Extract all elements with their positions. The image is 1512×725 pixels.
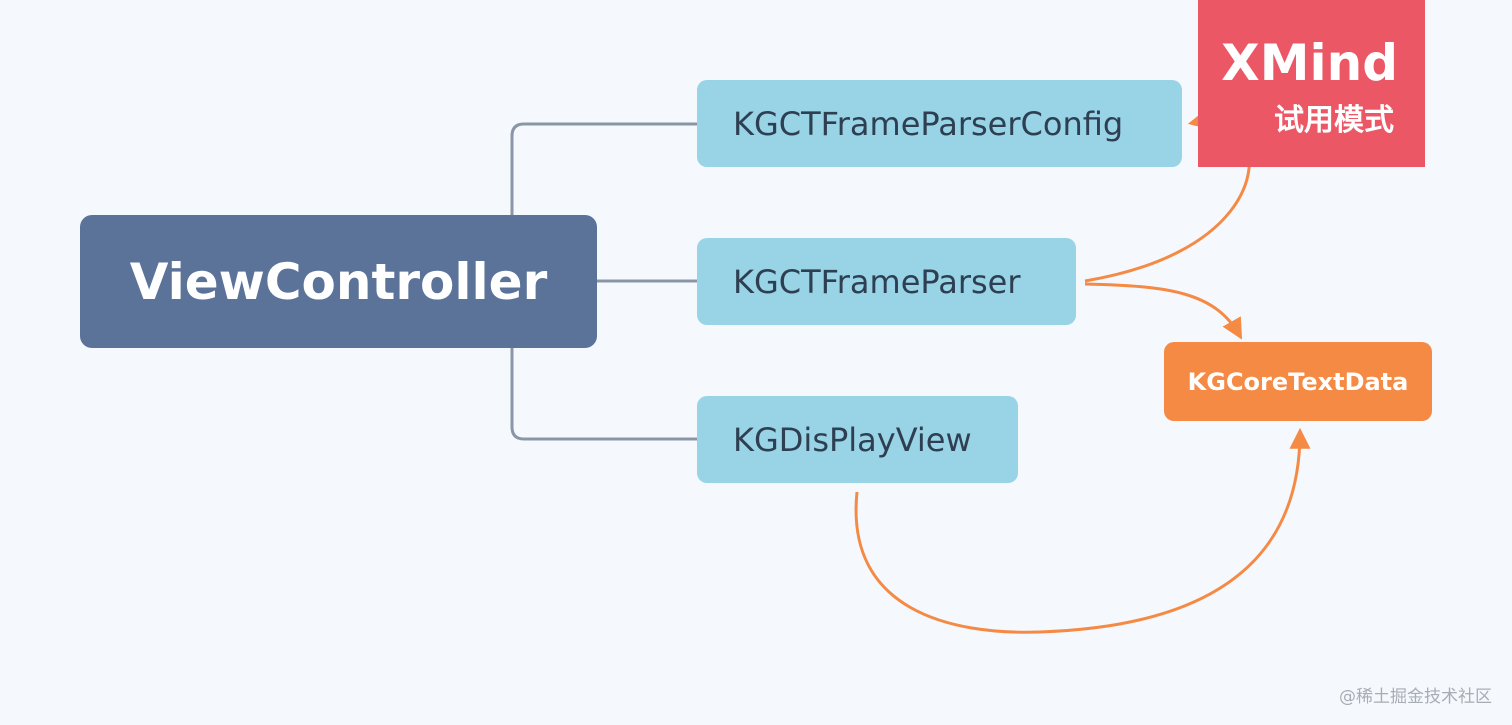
floating-topic-label: KGCoreTextData (1187, 367, 1409, 396)
trial-mode-label: 试用模式 (1274, 103, 1394, 138)
branch-line-config (510, 122, 697, 215)
relationship-parser-to-coretextdata (1084, 282, 1243, 340)
relationship-display-to-coretextdata (854, 427, 1311, 634)
source-credit: @稀土掘金技术社区 (1339, 687, 1492, 707)
topic-kgdisplayview[interactable]: KGDisPlayView (697, 396, 1018, 483)
topic-kgctframeparser[interactable]: KGCTFrameParser (697, 238, 1076, 325)
root-topic-viewcontroller[interactable]: ViewController (80, 215, 597, 348)
floating-topic-kgcoretextdata[interactable]: KGCoreTextData (1164, 342, 1432, 421)
topic-label: KGCTFrameParser (733, 262, 1021, 301)
topic-label: KGDisPlayView (733, 420, 972, 459)
branch-line-display (510, 348, 697, 441)
topic-kgctframeparserconfig[interactable]: KGCTFrameParserConfig (697, 80, 1182, 167)
xmind-trial-badge: XMind 试用模式 (1198, 0, 1425, 167)
topic-label: KGCTFrameParserConfig (733, 104, 1124, 143)
root-topic-label: ViewController (129, 252, 548, 311)
xmind-logo-text: XMind (1221, 34, 1398, 92)
